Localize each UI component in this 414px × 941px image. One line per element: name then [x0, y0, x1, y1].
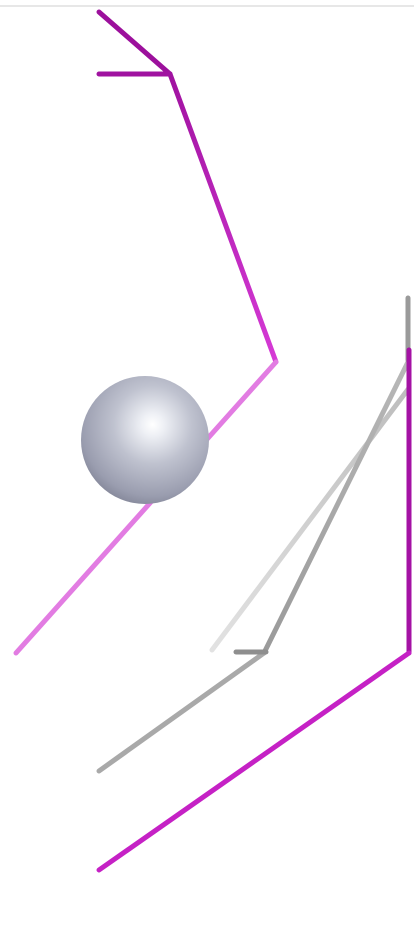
bond-bottom-diagonal	[96, 650, 412, 873]
atom-sphere	[81, 376, 209, 504]
magenta-bonds	[13, 9, 412, 941]
bond-left-diagonal	[13, 359, 279, 656]
gray-bonds	[96, 295, 412, 774]
gray-bond-upper-diagonal	[261, 357, 412, 656]
bond-top-diagonal	[96, 9, 173, 77]
bond-long-diagonal	[167, 71, 279, 365]
gray-bond-light-diagonal	[209, 385, 412, 653]
gray-bond-lower-diagonal	[96, 650, 267, 774]
